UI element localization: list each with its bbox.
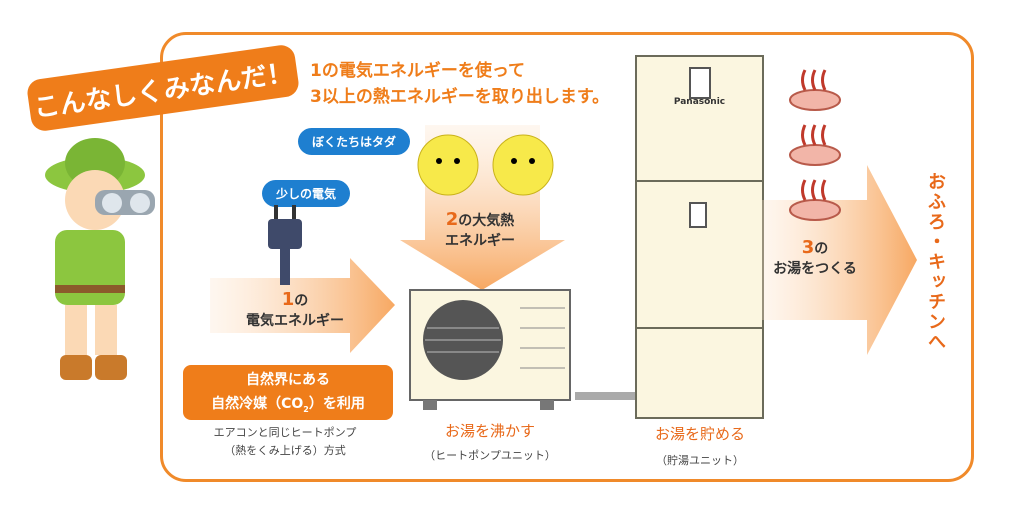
heatpump-caption-sub: （ヒートポンプユニット） bbox=[424, 449, 556, 462]
step3-label: 3の お湯をつくる bbox=[760, 238, 870, 279]
plug-icon bbox=[268, 205, 302, 285]
callout-line2: 自然冷媒（CO2）を利用 bbox=[183, 392, 393, 422]
headline: 1の電気エネルギーを使って 3以上の熱エネルギーを取り出します。 bbox=[310, 58, 609, 110]
speech-bubble-free: ぼくたちはタダ bbox=[298, 128, 411, 155]
heatpump-caption: お湯を沸かす （ヒートポンプユニット） bbox=[400, 420, 580, 463]
heat-pump-unit-illustration bbox=[409, 289, 571, 410]
brand-logo: Panasonic bbox=[673, 97, 726, 107]
step2-text: エネルギー bbox=[445, 233, 515, 249]
diagram-frame bbox=[160, 32, 974, 482]
step1-number: 1 bbox=[281, 289, 295, 310]
tank-caption-title: お湯を貯める bbox=[654, 425, 745, 443]
natural-refrigerant-callout: 自然界にある 自然冷媒（CO2）を利用 bbox=[183, 365, 393, 420]
tank-display-icon bbox=[689, 67, 711, 99]
tank-switch-icon bbox=[689, 202, 707, 228]
note-line1: エアコンと同じヒートポンプ bbox=[213, 426, 357, 439]
arrow-electric-energy bbox=[210, 258, 395, 353]
callout-line2-pre: 自然冷媒（CO bbox=[211, 396, 304, 412]
note-line2: （熱をくみ上げる）方式 bbox=[224, 444, 346, 457]
heatpump-method-note: エアコンと同じヒートポンプ （熱をくみ上げる）方式 bbox=[195, 424, 375, 460]
hot-water-steam-icons bbox=[789, 69, 841, 221]
callout-subscript: 2 bbox=[303, 404, 309, 414]
callout-line1: 自然界にある bbox=[246, 372, 330, 388]
step2-number: 2 bbox=[445, 209, 459, 230]
speech-bubble-electricity: 少しの電気 bbox=[262, 180, 351, 207]
heatpump-caption-title: お湯を沸かす bbox=[444, 422, 535, 440]
step3-text: お湯をつくる bbox=[773, 261, 857, 277]
destination-label: おふろ・キッチンへ bbox=[925, 172, 946, 352]
connecting-pipe bbox=[575, 392, 637, 400]
air-heat-characters bbox=[417, 134, 554, 196]
hot-water-tank-illustration: Panasonic bbox=[635, 55, 764, 419]
tank-caption: お湯を貯める （貯湯ユニット） bbox=[620, 423, 780, 468]
explorer-character-illustration bbox=[45, 138, 155, 380]
headline-line1: 1の電気エネルギーを使って bbox=[310, 61, 525, 81]
step1-suffix: の bbox=[294, 293, 309, 309]
step1-text: 電気エネルギー bbox=[246, 313, 344, 329]
headline-line2: 3以上の熱エネルギーを取り出します。 bbox=[310, 87, 610, 107]
tank-caption-sub: （貯湯ユニット） bbox=[656, 454, 744, 467]
step1-label: 1の 電気エネルギー bbox=[230, 290, 360, 331]
callout-line2-post: ）を利用 bbox=[308, 396, 365, 412]
step2-suffix: の大気熱 bbox=[458, 213, 515, 229]
step3-number: 3 bbox=[801, 237, 815, 258]
step3-suffix: の bbox=[814, 241, 829, 257]
step2-label: 2の大気熱 エネルギー bbox=[420, 210, 540, 251]
